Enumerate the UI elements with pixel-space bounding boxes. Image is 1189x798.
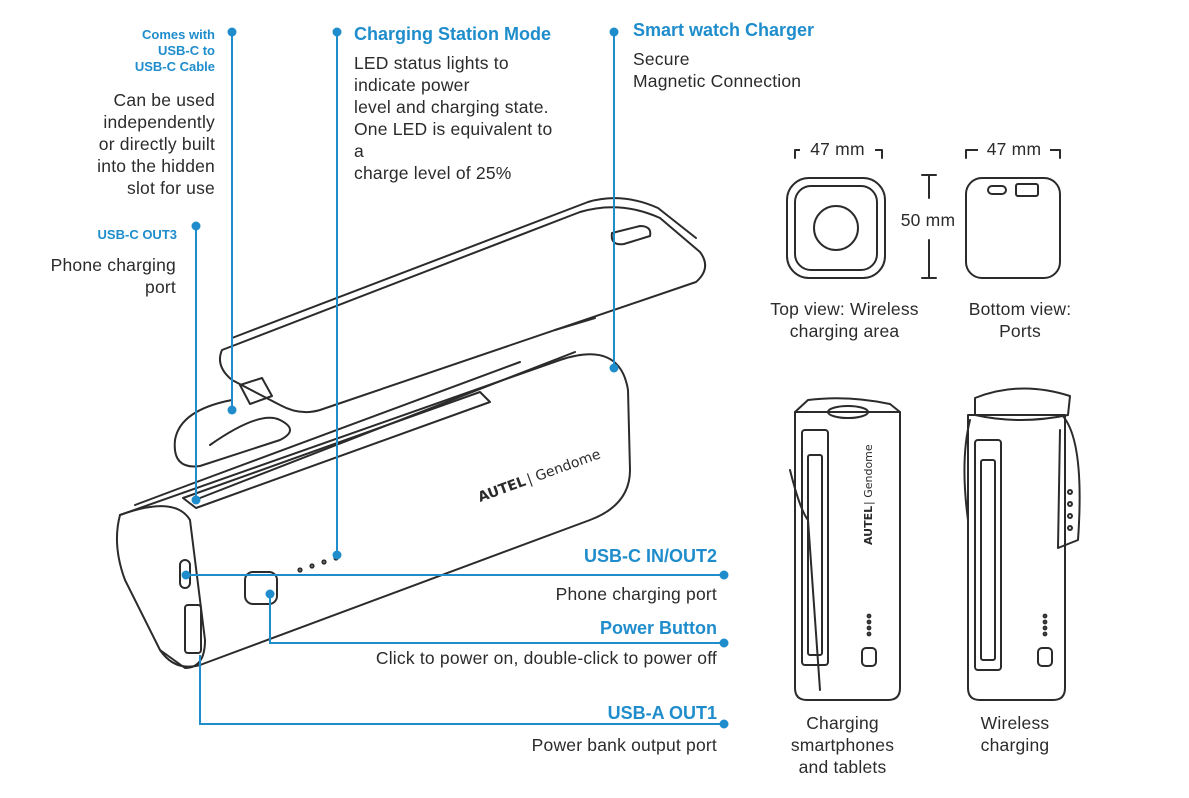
bottom-view-caption: Bottom view: Ports [968, 299, 1072, 341]
dimension-height: 50 mm [892, 209, 964, 231]
upright-device-watch [967, 414, 1066, 701]
svg-text:| Gendome: | Gendome [862, 444, 875, 505]
brand-logo: AUTEL | Gendome [476, 447, 603, 506]
power-bank-body [116, 353, 631, 668]
watch-callout-title: Smart watch Charger [633, 20, 815, 40]
cable-callout-desc: Can be used independently or directly bu… [97, 90, 215, 198]
cable-loop [173, 399, 291, 468]
top-view-caption: Top view: Wireless charging area [770, 299, 919, 341]
out1-callout-title: USB-A OUT1 [607, 703, 717, 723]
dimension-width-top: 47 mm [800, 138, 875, 160]
in-out2-callout-desc: Phone charging port [555, 584, 717, 604]
station-callout-desc: LED status lights to indicate power leve… [354, 53, 553, 183]
cable-callout-title: Comes with USB-C to USB-C Cable [134, 27, 215, 74]
power-callout-desc: Click to power on, double-click to power… [375, 648, 717, 668]
upright-device-phones [794, 411, 901, 701]
out3-callout-desc: Phone charging port [50, 255, 176, 297]
usb-a-port [184, 604, 202, 654]
svg-text:AUTEL: AUTEL [862, 506, 875, 545]
station-callout-title: Charging Station Mode [354, 24, 551, 44]
watch-on-top [974, 387, 1071, 421]
dimension-width-bottom: 47 mm [978, 138, 1050, 160]
phone-outline [219, 206, 707, 414]
out1-callout-desc: Power bank output port [531, 735, 717, 755]
svg-text:| Gendome: | Gendome [525, 447, 603, 488]
phones-view-caption: Charging smartphones and tablets [790, 713, 895, 777]
watch-callout-desc: Secure Magnetic Connection [633, 49, 802, 91]
power-button-shape [244, 571, 278, 605]
top-view-device [786, 177, 886, 279]
power-bank-end-face [119, 505, 206, 669]
wireless-area-icon [813, 205, 859, 251]
bottom-view-device [965, 177, 1061, 279]
svg-text:AUTEL: AUTEL [476, 474, 528, 506]
wireless-view-caption: Wireless charging [980, 713, 1050, 755]
power-callout-title: Power Button [600, 618, 717, 638]
in-out2-callout-title: USB-C IN/OUT2 [583, 546, 717, 566]
out3-callout-title: USB-C OUT3 [97, 227, 177, 242]
cable-slot [182, 391, 491, 509]
